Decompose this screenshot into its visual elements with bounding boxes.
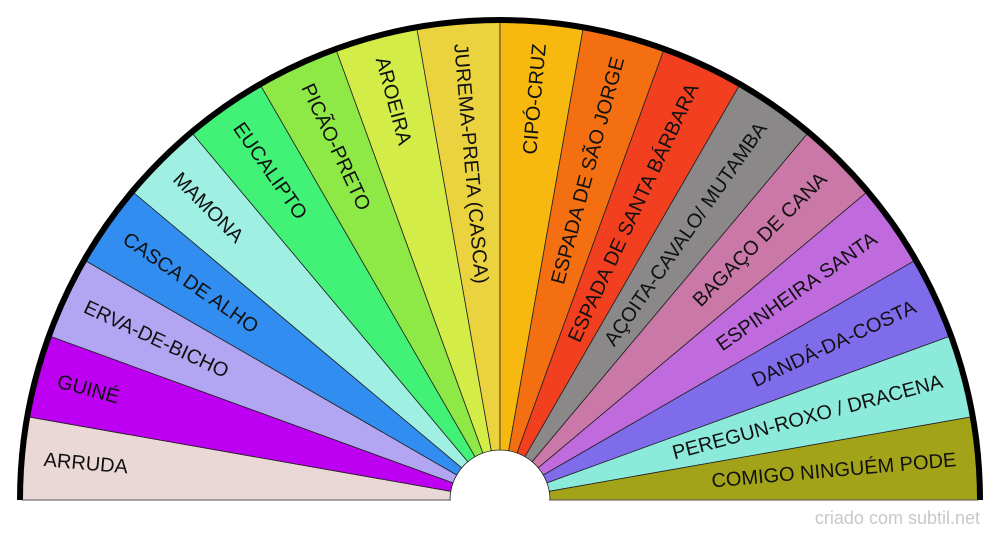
credit-text: criado com subtil.net: [814, 508, 980, 528]
center-hub: [451, 452, 549, 501]
outer-border-arc: [17, 17, 983, 501]
